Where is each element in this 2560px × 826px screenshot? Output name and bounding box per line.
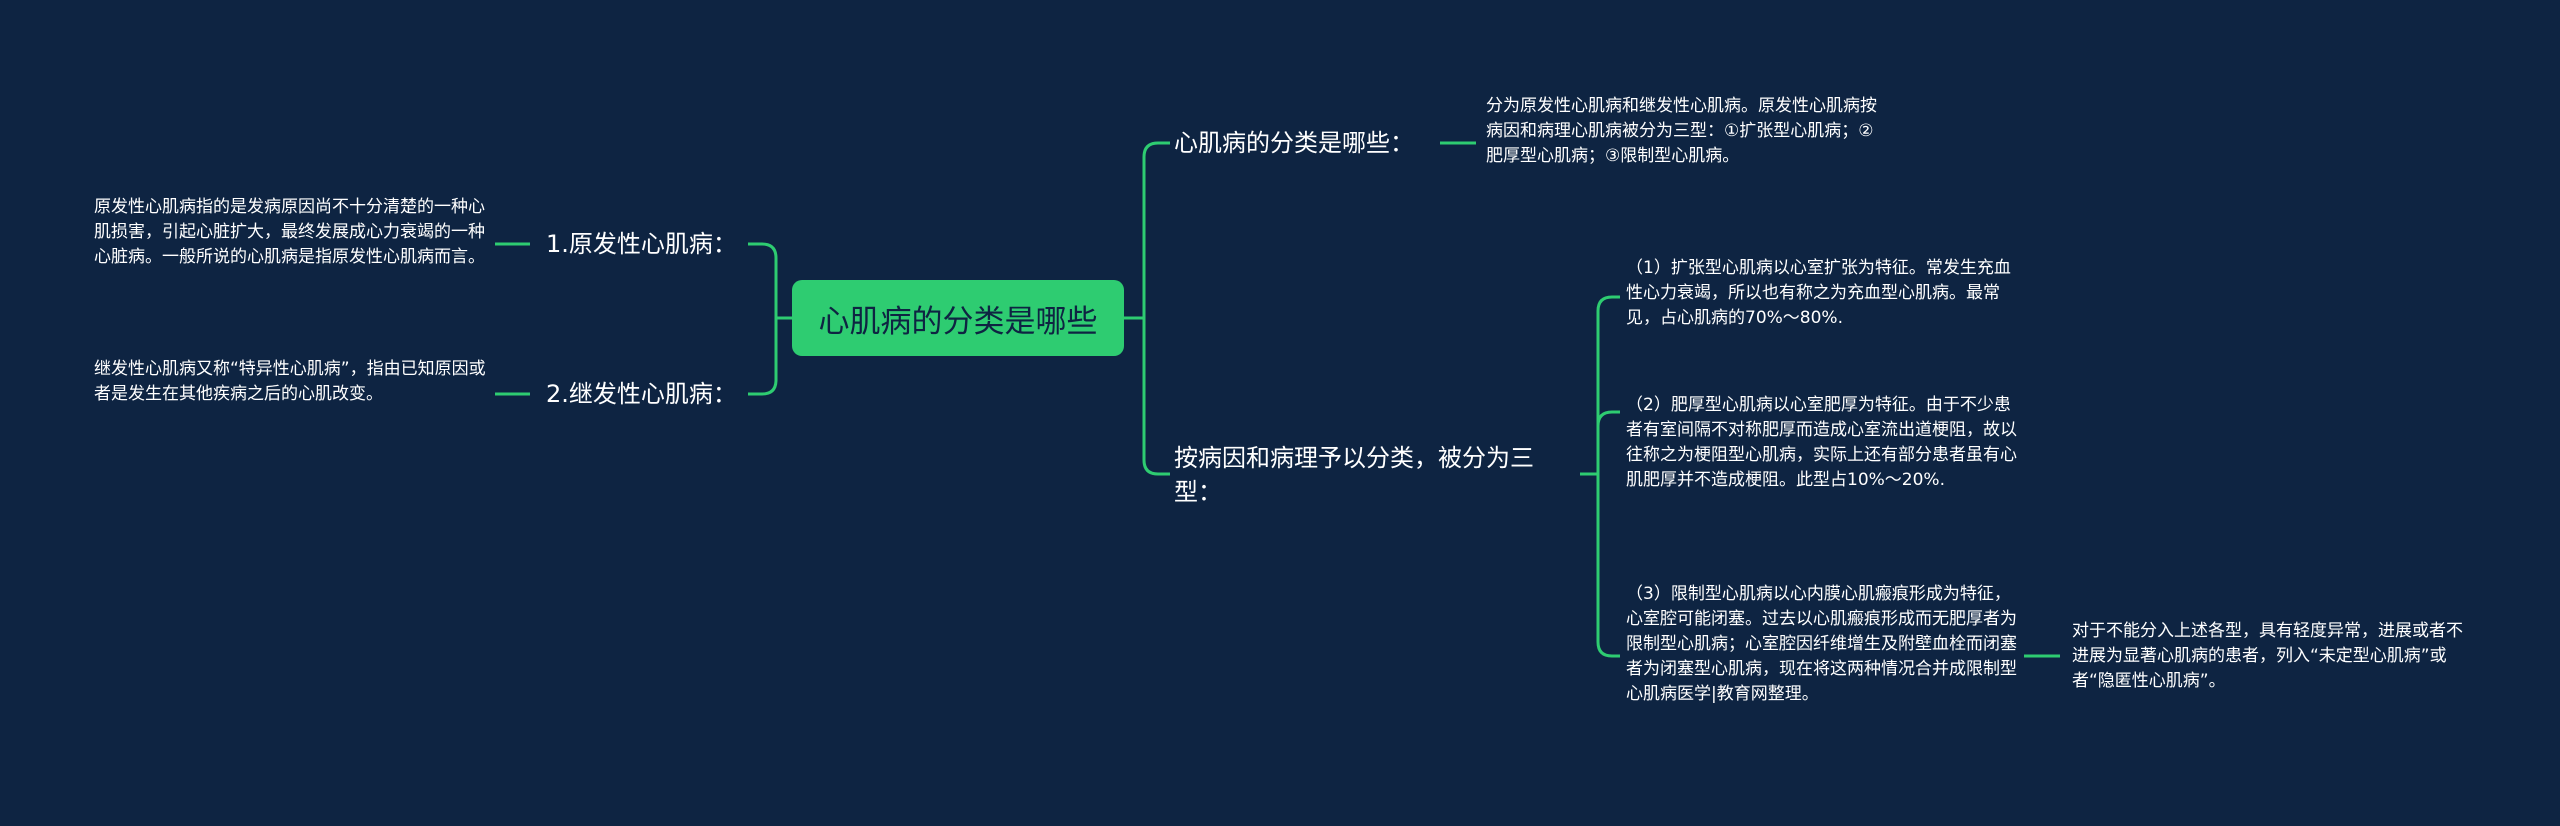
branch-label: 2.继发性心肌病： [546,380,737,408]
connector-right-2-child-3 [1596,474,1620,658]
detail-text: 原发性心肌病指的是发病原因尚不十分清楚的一种心肌损害，引起心脏扩大，最终发展成心… [94,197,485,267]
root-topic[interactable]: 心肌病的分类是哪些 [792,280,1124,356]
branch-by-cause-and-pathology[interactable]: 按病因和病理予以分类，被分为三型： [1174,441,1574,509]
branch-label: 心肌病的分类是哪些： [1174,129,1414,157]
child-text: （1）扩张型心肌病以心室扩张为特征。常发生充血性心力衰竭，所以也有称之为充血型心… [1626,258,2011,328]
child-dilated-cardiomyopathy: （1）扩张型心肌病以心室扩张为特征。常发生充血性心力衰竭，所以也有称之为充血型心… [1626,256,2022,331]
detail-unclassified-cardiomyopathy: 对于不能分入上述各型，具有轻度异常，进展或者不进展为显著心肌病的患者，列入“未定… [2072,619,2478,694]
connector-right-2 [1142,318,1170,476]
branch-primary-cardiomyopathy[interactable]: 1.原发性心肌病： [546,227,737,261]
child-hypertrophic-cardiomyopathy: （2）肥厚型心肌病以心室肥厚为特征。由于不少患者有室间隔不对称肥厚而造成心室流出… [1626,393,2022,493]
child-text: （2）肥厚型心肌病以心室肥厚为特征。由于不少患者有室间隔不对称肥厚而造成心室流出… [1626,395,2017,490]
child-restrictive-cardiomyopathy: （3）限制型心肌病以心内膜心肌瘢痕形成为特征，心室腔可能闭塞。过去以心肌瘢痕形成… [1626,582,2022,707]
detail-primary-cardiomyopathy: 原发性心肌病指的是发病原因尚不十分清楚的一种心肌损害，引起心脏扩大，最终发展成心… [94,195,490,270]
root-topic-label: 心肌病的分类是哪些 [818,303,1098,340]
detail-secondary-cardiomyopathy: 继发性心肌病又称“特异性心肌病”，指由已知原因或者是发生在其他疾病之后的心肌改变… [94,357,490,407]
detail-classification: 分为原发性心肌病和继发性心肌病。原发性心肌病按病因和病理心肌病被分为三型：①扩张… [1486,94,1882,169]
branch-label: 1.原发性心肌病： [546,230,737,258]
detail-text: 继发性心肌病又称“特异性心肌病”，指由已知原因或者是发生在其他疾病之后的心肌改变… [94,359,486,404]
branch-classification[interactable]: 心肌病的分类是哪些： [1174,126,1414,160]
connector-right-2-child-2 [1596,410,1620,474]
branch-secondary-cardiomyopathy[interactable]: 2.继发性心肌病： [546,377,737,411]
detail-text: 分为原发性心肌病和继发性心肌病。原发性心肌病按病因和病理心肌病被分为三型：①扩张… [1486,96,1877,166]
connector-right-2-child-1 [1596,295,1620,474]
branch-label: 按病因和病理予以分类，被分为三型： [1174,444,1534,506]
detail-text: 对于不能分入上述各型，具有轻度异常，进展或者不进展为显著心肌病的患者，列入“未定… [2072,621,2463,691]
connector-left-1 [748,242,778,318]
connector-left-2 [748,318,778,396]
connector-right-1 [1142,141,1170,318]
child-text: （3）限制型心肌病以心内膜心肌瘢痕形成为特征，心室腔可能闭塞。过去以心肌瘢痕形成… [1626,584,2017,704]
